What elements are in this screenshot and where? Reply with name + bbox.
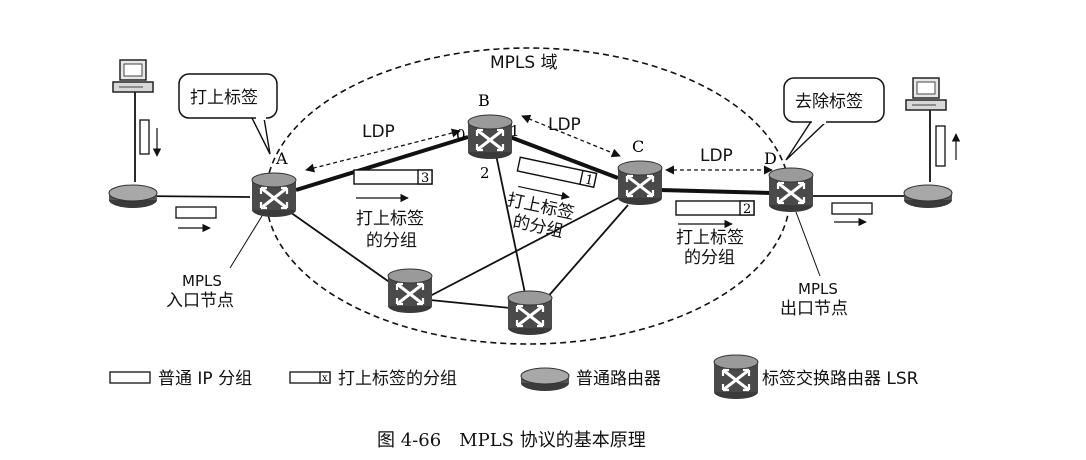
router-label-c: C [632,137,644,156]
packet-caption-ab-2: 的分组 [366,231,417,251]
edge-router-left-icon [108,184,158,209]
port-label-2: 2 [480,164,490,182]
ldp-label-cd: LDP [700,146,733,166]
figure-caption: 图 4-66 MPLS 协议的基本原理 [377,430,646,451]
ldp-arrow-bc [521,114,621,158]
legend: 普通 IP 分组 x 打上标签的分组 普通路由器 标签交换路由器 LSR [109,353,919,401]
legend-ip-packet-swatch [109,371,151,384]
legend-labeled-packet-label: 打上标签的分组 [338,369,457,389]
port-label-0: 0 [456,126,466,144]
svg-text:2: 2 [743,202,751,217]
legend-router-label: 普通路由器 [576,369,661,389]
port-label-1: 1 [510,122,520,140]
packet-caption-cd-2: 的分组 [684,248,735,268]
legend-labeled-marker: x [322,373,328,384]
legend-lsr-label: 标签交换路由器 LSR [762,369,919,389]
labeled-packet-bc: 1 [516,156,598,200]
router-label-a: A [275,149,288,168]
lsr-c-icon [616,159,664,207]
ldp-label-bc: LDP [548,115,581,135]
lsr-d-icon [767,166,815,214]
callout-egress-text: 去除标签 [795,92,863,112]
lsr-lower-left-icon [386,267,434,315]
ldp-label-ab: LDP [362,122,395,142]
lsr-lower-right-icon [506,289,554,337]
legend-ip-packet-label: 普通 IP 分组 [158,369,252,389]
ip-packet-in [175,206,217,219]
legend-lsr-icon [712,353,760,401]
edge-router-right-icon [903,184,953,209]
egress-label-1: MPLS [798,280,838,298]
callout-egress-pointer [785,119,829,161]
ingress-label-1: MPLS [182,272,222,290]
host-left-packet [139,119,150,155]
router-label-d: D [764,149,777,168]
egress-label-2: 出口节点 [780,299,848,319]
svg-text:1: 1 [583,172,594,188]
domain-title: MPLS 域 [490,53,558,73]
legend-router-icon [520,367,570,392]
lsr-b-icon [466,113,514,161]
ingress-label-2: 入口节点 [166,291,234,311]
host-right-packet [935,125,946,167]
callout-ingress-text: 打上标签 [190,88,258,108]
host-right-icon [905,77,947,111]
labeled-packet-ab: 3 [353,169,433,203]
router-label-b: B [478,91,490,110]
ip-packet-out [831,202,873,215]
lsr-a-icon [250,171,298,219]
svg-text:3: 3 [421,171,429,186]
callout-ingress-box [178,73,278,119]
callout-ingress-pointer [251,117,271,155]
packet-caption-cd-1: 打上标签 [676,228,744,248]
labeled-packet-cd: 2 [675,200,755,229]
host-left-icon [112,59,154,93]
callout-egress-box [783,77,885,123]
packet-caption-ab-1: 打上标签 [356,209,424,229]
ldp-arrow-ab [305,128,461,173]
